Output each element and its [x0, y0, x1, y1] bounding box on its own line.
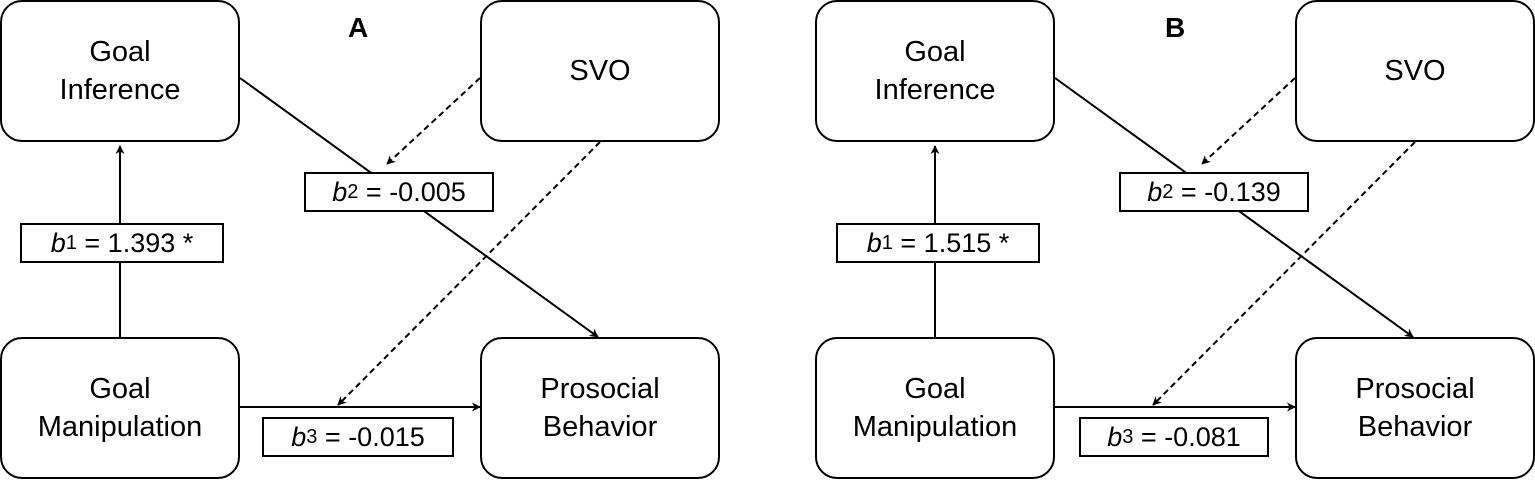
node-svo-label: SVO — [569, 55, 631, 87]
node-prosocial-behavior-line-1: Prosocial — [1355, 373, 1475, 405]
node-goal-inference-line-2: Inference — [59, 74, 181, 106]
node-goal-inference-line-1: Goal — [89, 36, 151, 68]
panel-a: Goal Inference SVO Goal Manipulation Pro… — [0, 0, 720, 481]
node-prosocial-behavior-line-1: Prosocial — [540, 373, 660, 405]
node-prosocial-behavior: Prosocial Behavior — [1295, 337, 1535, 479]
node-svo: SVO — [1295, 0, 1535, 142]
node-goal-manipulation-line-2: Manipulation — [37, 411, 203, 443]
node-goal-inference-line-1: Goal — [904, 36, 966, 68]
node-goal-manipulation-line-1: Goal — [904, 373, 966, 405]
node-goal-inference: Goal Inference — [815, 0, 1055, 142]
node-goal-manipulation: Goal Manipulation — [815, 337, 1055, 479]
node-goal-manipulation: Goal Manipulation — [0, 337, 240, 479]
path-value: = -0.005 — [365, 176, 466, 207]
arrow-svo-moderates-b3 — [1152, 141, 1416, 406]
path-value: = 1.393 * — [84, 227, 194, 258]
node-goal-inference-line-2: Inference — [874, 74, 996, 106]
node-goal-manipulation-line-2: Manipulation — [852, 411, 1018, 443]
path-var: b — [332, 176, 348, 207]
path-value: = 1.515 * — [900, 227, 1010, 258]
arrow-svo-moderates-b2 — [386, 77, 481, 165]
path-value: = -0.139 — [1180, 176, 1281, 207]
arrow-svo-moderates-b3 — [337, 141, 601, 406]
path-var: b — [1147, 176, 1163, 207]
node-prosocial-behavior: Prosocial Behavior — [480, 337, 720, 479]
path-var: b — [291, 421, 307, 452]
path-var: b — [866, 227, 882, 258]
path-var: b — [50, 227, 66, 258]
path-var: b — [1107, 421, 1123, 452]
path-value: = -0.015 — [324, 421, 425, 452]
panel-title: A — [348, 12, 369, 43]
node-goal-inference: Goal Inference — [0, 0, 240, 142]
panel-b: Goal Inference SVO Goal Manipulation Pro… — [815, 0, 1535, 481]
node-svo-label: SVO — [1384, 55, 1446, 87]
node-goal-manipulation-line-1: Goal — [89, 373, 151, 405]
path-value: = -0.081 — [1140, 421, 1241, 452]
node-svo: SVO — [480, 0, 720, 142]
node-prosocial-behavior-line-2: Behavior — [1357, 411, 1473, 443]
node-prosocial-behavior-line-2: Behavior — [542, 411, 658, 443]
panel-title: B — [1165, 12, 1186, 43]
arrow-svo-moderates-b2 — [1201, 77, 1296, 165]
